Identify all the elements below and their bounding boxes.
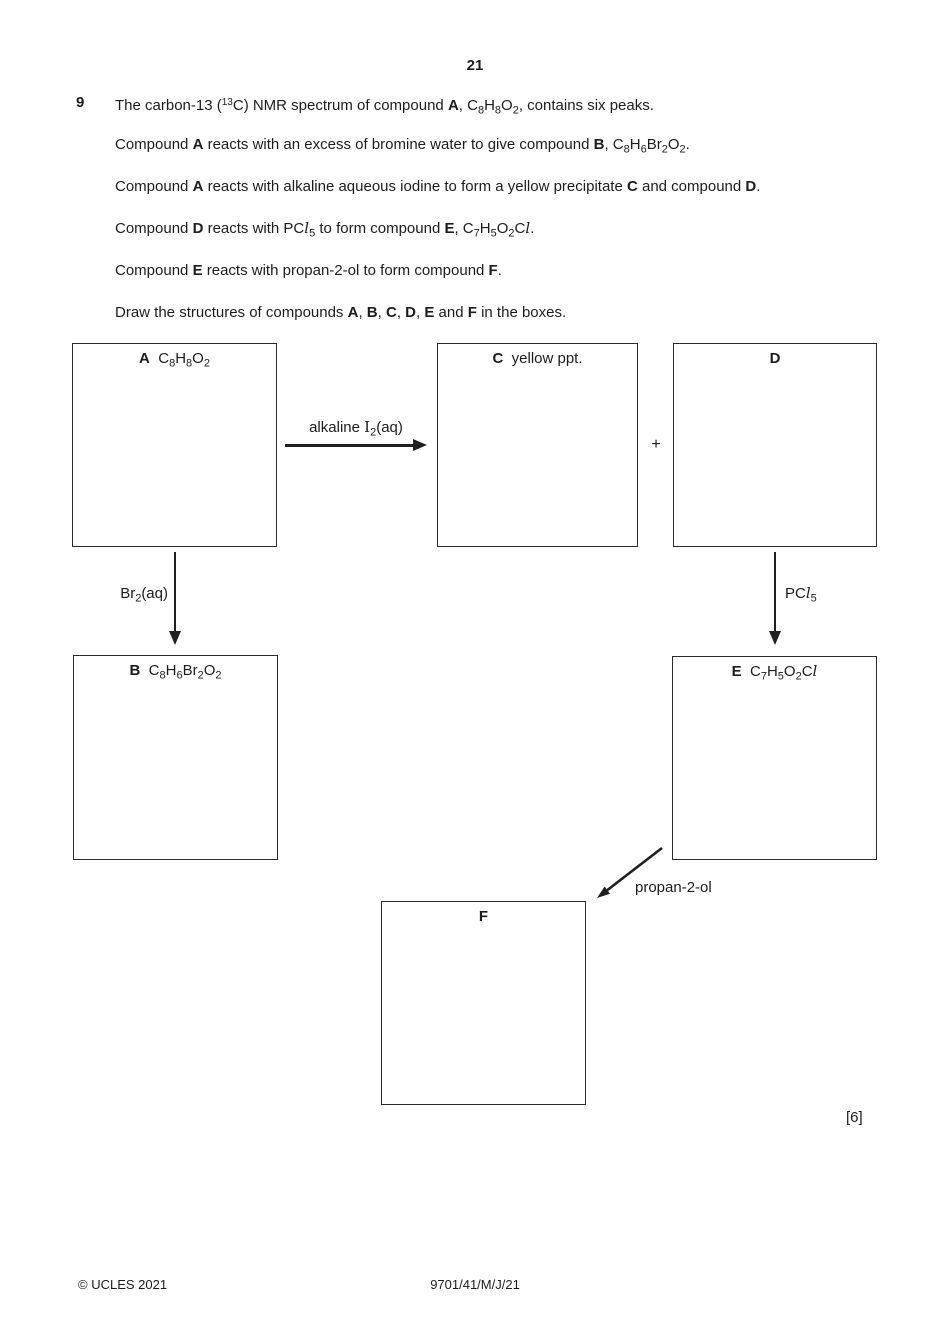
answer-box-compound-e: E C7H5O2Cl — [672, 656, 877, 860]
arrow-label-alkaline-iodine: alkaline I2(aq) — [309, 418, 403, 439]
box-label-d: D — [769, 350, 781, 367]
answer-box-compound-b: B C8H6Br2O2 — [73, 655, 278, 860]
marks-badge: [6] — [846, 1109, 863, 1126]
question-paragraph-5: Compound E reacts with propan-2-ol to fo… — [115, 262, 502, 279]
footer-paper-code: 9701/41/M/J/21 — [430, 1277, 520, 1292]
arrow-a-to-b-head — [168, 631, 181, 645]
page-number: 21 — [466, 57, 484, 74]
box-label-b: B C8H6Br2O2 — [129, 662, 222, 682]
answer-box-compound-d: D — [673, 343, 877, 547]
box-label-e: E C7H5O2Cl — [731, 662, 818, 683]
arrow-label-bromine-water: Br2(aq) — [120, 585, 168, 605]
answer-box-compound-a: A C8H8O2 — [72, 343, 277, 547]
arrow-a-to-c-line — [285, 444, 414, 447]
question-paragraph-4: Compound D reacts with PCl5 to form comp… — [115, 219, 535, 240]
arrow-a-to-c-head — [413, 438, 427, 451]
arrow-label-pcl5: PCl5 — [785, 584, 817, 605]
answer-box-compound-f: F — [381, 901, 586, 1105]
plus-sign: + — [651, 436, 661, 453]
question-number: 9 — [76, 94, 85, 111]
answer-box-compound-c: C yellow ppt. — [437, 343, 638, 547]
arrow-a-to-b-line — [173, 552, 177, 632]
arrow-d-to-e-line — [773, 552, 777, 632]
footer-copyright: © UCLES 2021 — [78, 1277, 168, 1292]
arrow-e-to-f — [597, 846, 663, 898]
question-paragraph-6: Draw the structures of compounds A, B, C… — [115, 304, 567, 321]
arrow-d-to-e-head — [768, 631, 781, 645]
question-paragraph-3: Compound A reacts with alkaline aqueous … — [115, 178, 761, 195]
box-label-c: C yellow ppt. — [492, 350, 583, 367]
box-label-f: F — [478, 908, 489, 925]
question-paragraph-1: The carbon-13 (13C) NMR spectrum of comp… — [115, 97, 654, 117]
question-paragraph-2: Compound A reacts with an excess of brom… — [115, 136, 690, 156]
arrow-label-propan2ol: propan-2-ol — [635, 879, 712, 896]
box-label-a: A C8H8O2 — [139, 350, 210, 370]
